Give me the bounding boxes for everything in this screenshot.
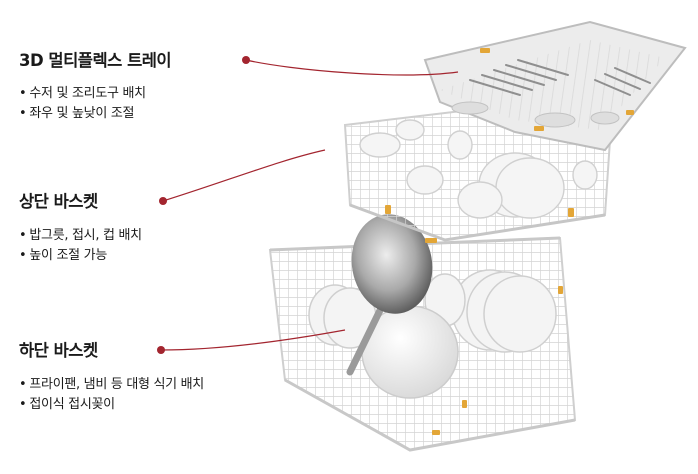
- callout-dot-icon: [159, 197, 167, 205]
- lower-basket: [268, 214, 577, 452]
- callout-bullet: 밥그릇, 접시, 컵 배치: [19, 224, 142, 243]
- callout-bullet: 접이식 접시꽂이: [19, 393, 115, 412]
- callout-title: 3D 멀티플렉스 트레이: [19, 51, 172, 70]
- callout-dot-icon: [242, 56, 250, 64]
- callout-title: 상단 바스켓: [19, 192, 98, 211]
- callout-bullet: 수저 및 조리도구 배치: [19, 82, 146, 101]
- callout-bullet: 높이 조절 가능: [19, 244, 107, 263]
- multiflex-tray: [423, 20, 687, 152]
- callout-dot-icon: [157, 346, 165, 354]
- callout-title: 하단 바스켓: [19, 341, 98, 360]
- callout-bullet: 프라이팬, 냄비 등 대형 식기 배치: [19, 373, 204, 392]
- upper-basket: [343, 108, 612, 243]
- callout-bullet: 좌우 및 높낮이 조절: [19, 102, 134, 121]
